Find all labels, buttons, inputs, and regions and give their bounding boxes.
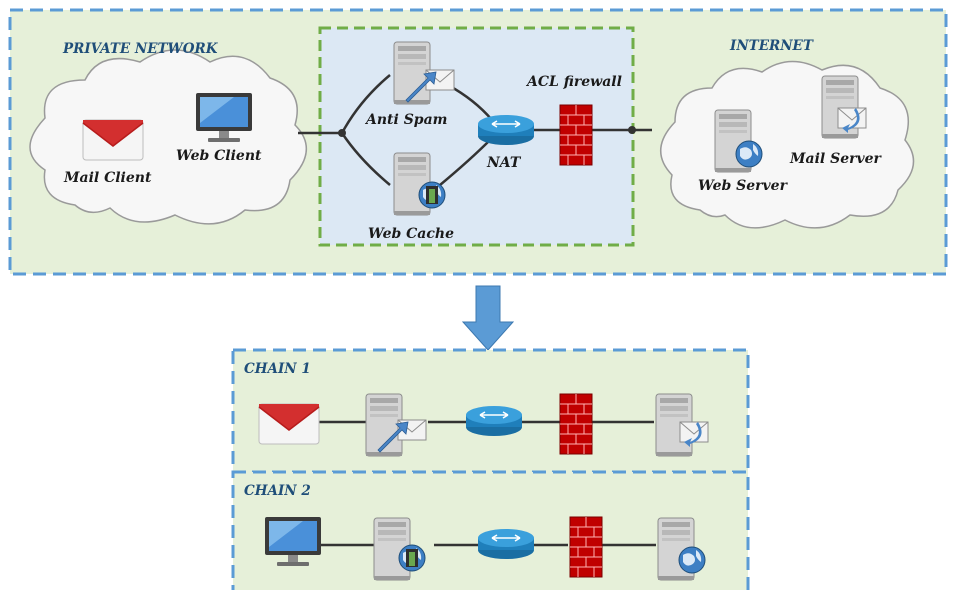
chain-2-router-icon [477, 528, 535, 560]
chain-1-mail-client-icon [258, 403, 320, 445]
mail-client-icon [82, 119, 144, 161]
web-server-label: Web Server [698, 178, 789, 194]
chain-1-firewall-icon [559, 393, 593, 455]
web-client-label: Web Client [176, 148, 262, 164]
chain-1-mail-server-icon [655, 393, 709, 457]
mail-server-icon [821, 75, 867, 139]
anti-spam-label: Anti Spam [364, 112, 447, 128]
link-webcache-nat [439, 139, 491, 186]
junction-dot-left [338, 129, 346, 137]
nat-label: NAT [486, 155, 522, 171]
junction-dot-right [628, 126, 636, 134]
chain-2-label: CHAIN 2 [244, 483, 311, 499]
private-network-label: PRIVATE NETWORK [62, 41, 219, 57]
mail-server-label: Mail Server [789, 151, 883, 167]
chain-2-firewall-icon [569, 516, 603, 578]
firewall-icon [559, 104, 593, 166]
transform-arrow [461, 285, 515, 351]
router-icon [477, 114, 535, 146]
link-to-webcache [340, 132, 391, 186]
acl-firewall-label: ACL firewall [525, 74, 622, 90]
chain-1-router-icon [465, 405, 523, 437]
link-to-antispam [340, 74, 391, 134]
chain-1-label: CHAIN 1 [244, 361, 311, 377]
web-cache-label: Web Cache [368, 226, 454, 242]
mail-client-label: Mail Client [63, 170, 152, 186]
internet-label: INTERNET [729, 38, 814, 54]
